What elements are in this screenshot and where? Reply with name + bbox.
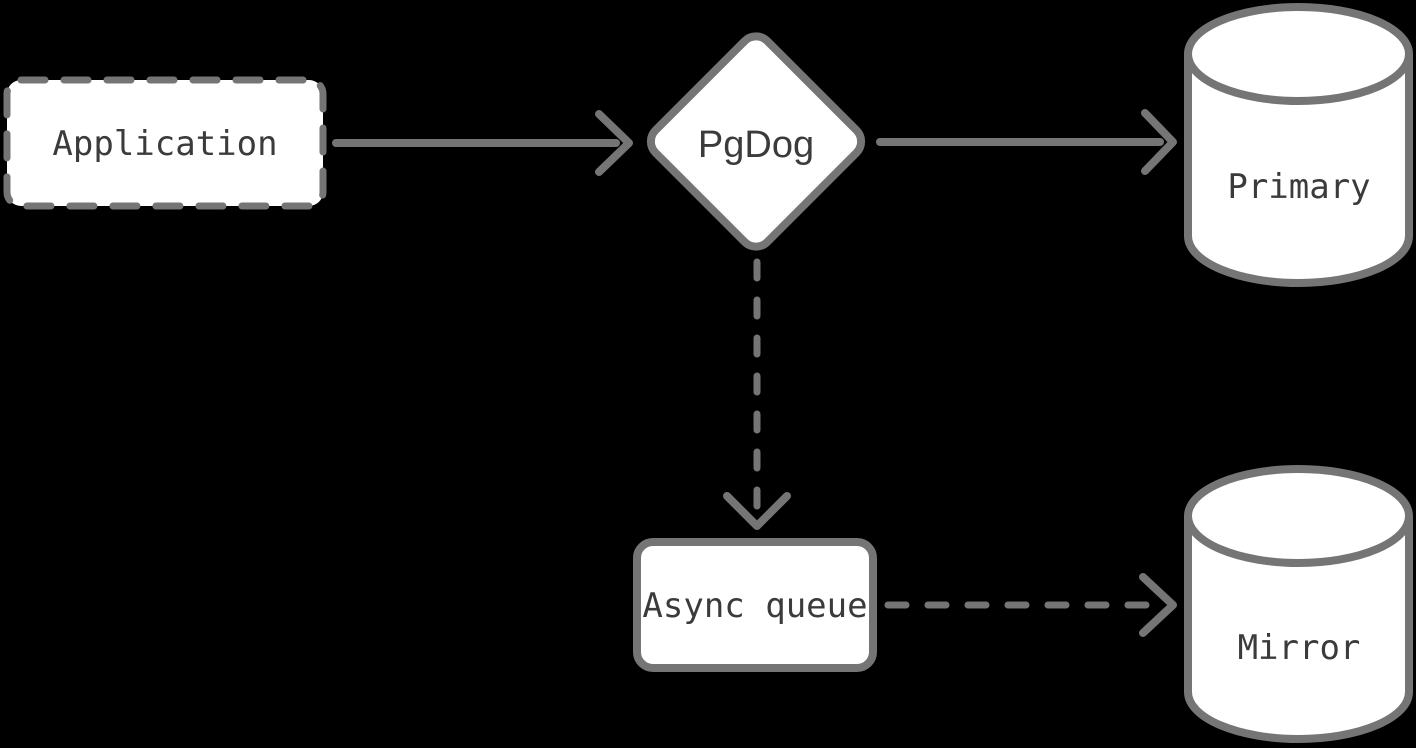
application-label: Application — [52, 124, 277, 164]
node-pgdog: PgDog — [646, 32, 866, 251]
edge-async-queue-to-mirror — [884, 573, 1177, 637]
application-box-shape — [3, 76, 327, 210]
pgdog-diamond-shape — [646, 32, 866, 251]
node-mirror: Mirror — [1184, 465, 1413, 743]
mirror-cylinder-top — [1184, 465, 1413, 567]
primary-label: Primary — [1227, 167, 1370, 207]
arrowhead-right-icon — [1141, 109, 1177, 175]
edge-pgdog-to-primary — [876, 109, 1177, 175]
async-queue-box-shape — [633, 538, 877, 672]
primary-cylinder-top — [1184, 3, 1413, 105]
mirror-cylinder-body — [1184, 516, 1413, 743]
arrowhead-right-icon — [595, 110, 633, 176]
mirror-label: Mirror — [1238, 628, 1361, 668]
node-async-queue: Async queue — [633, 538, 877, 672]
primary-cylinder-body — [1184, 54, 1413, 287]
pgdog-label: PgDog — [698, 124, 814, 166]
arrowhead-down-icon — [723, 492, 791, 530]
node-primary: Primary — [1184, 3, 1413, 287]
edge-application-to-pgdog — [332, 110, 633, 176]
async-queue-label: Async queue — [642, 586, 867, 626]
edge-pgdog-to-async-queue — [723, 258, 791, 530]
node-application: Application — [3, 76, 327, 210]
arrowhead-right-icon — [1139, 573, 1177, 637]
